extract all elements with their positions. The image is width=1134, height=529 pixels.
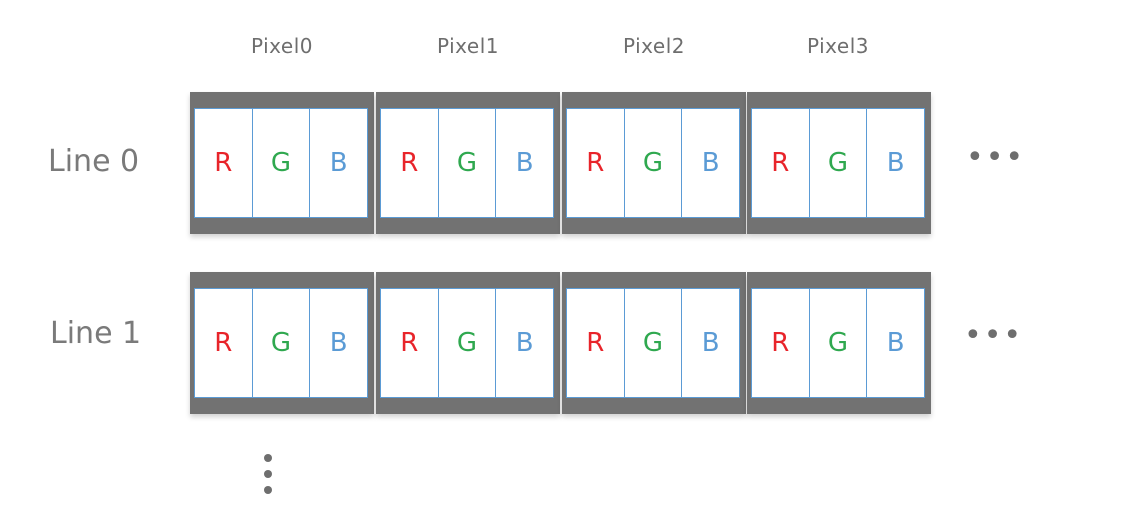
pixel-block: R G B [376, 92, 560, 234]
pixel-block: R G B [190, 272, 374, 414]
line-row-1: R G B R G B R G B R G B [190, 272, 934, 414]
pixel-block: R G B [562, 272, 746, 414]
channel-r-cell: R [567, 289, 625, 397]
channel-g-cell: G [810, 289, 868, 397]
channel-group: R G B [194, 108, 368, 218]
channel-g-cell: G [439, 109, 497, 217]
channel-b-cell: B [886, 148, 905, 178]
dot [264, 454, 272, 462]
channel-b-cell: B [701, 148, 720, 178]
line-row-0: R G B R G B R G B R G B [190, 92, 934, 234]
channel-b-cell: B [329, 148, 348, 178]
pixel-block: R G B [747, 92, 931, 234]
channel-r-cell: R [567, 109, 625, 217]
pixel-block: R G B [747, 272, 931, 414]
channel-r-cell: R [752, 109, 810, 217]
pixel-label-0: Pixel0 [251, 34, 313, 58]
pixel-block: R G B [190, 92, 374, 234]
pixel-label-3: Pixel3 [807, 34, 869, 58]
channel-r-cell: R [752, 289, 810, 397]
channel-group: R G B [751, 288, 925, 398]
ellipsis-horizontal-icon: ••• [966, 140, 1026, 175]
channel-b-cell: B [886, 328, 905, 358]
channel-group: R G B [380, 288, 554, 398]
dot [264, 486, 272, 494]
channel-r-cell: R [195, 109, 253, 217]
channel-g-cell: G [439, 289, 497, 397]
channel-b-cell: B [515, 148, 534, 178]
ellipsis-vertical-icon [258, 452, 278, 502]
channel-r-cell: R [381, 289, 439, 397]
dot [264, 470, 272, 478]
channel-g-cell: G [625, 109, 683, 217]
channel-g-cell: G [810, 109, 868, 217]
channel-r-cell: R [381, 109, 439, 217]
channel-group: R G B [566, 288, 740, 398]
line-label-1: Line 1 [50, 316, 142, 351]
channel-group: R G B [751, 108, 925, 218]
ellipsis-horizontal-icon: ••• [964, 318, 1024, 353]
channel-group: R G B [194, 288, 368, 398]
channel-b-cell: B [515, 328, 534, 358]
channel-group: R G B [566, 108, 740, 218]
channel-g-cell: G [253, 109, 311, 217]
channel-b-cell: B [701, 328, 720, 358]
pixel-block: R G B [376, 272, 560, 414]
channel-g-cell: G [625, 289, 683, 397]
channel-r-cell: R [195, 289, 253, 397]
channel-b-cell: B [329, 328, 348, 358]
channel-g-cell: G [253, 289, 311, 397]
line-label-0: Line 0 [48, 144, 140, 179]
channel-group: R G B [380, 108, 554, 218]
pixel-block: R G B [562, 92, 746, 234]
pixel-label-2: Pixel2 [623, 34, 685, 58]
pixel-label-1: Pixel1 [437, 34, 499, 58]
